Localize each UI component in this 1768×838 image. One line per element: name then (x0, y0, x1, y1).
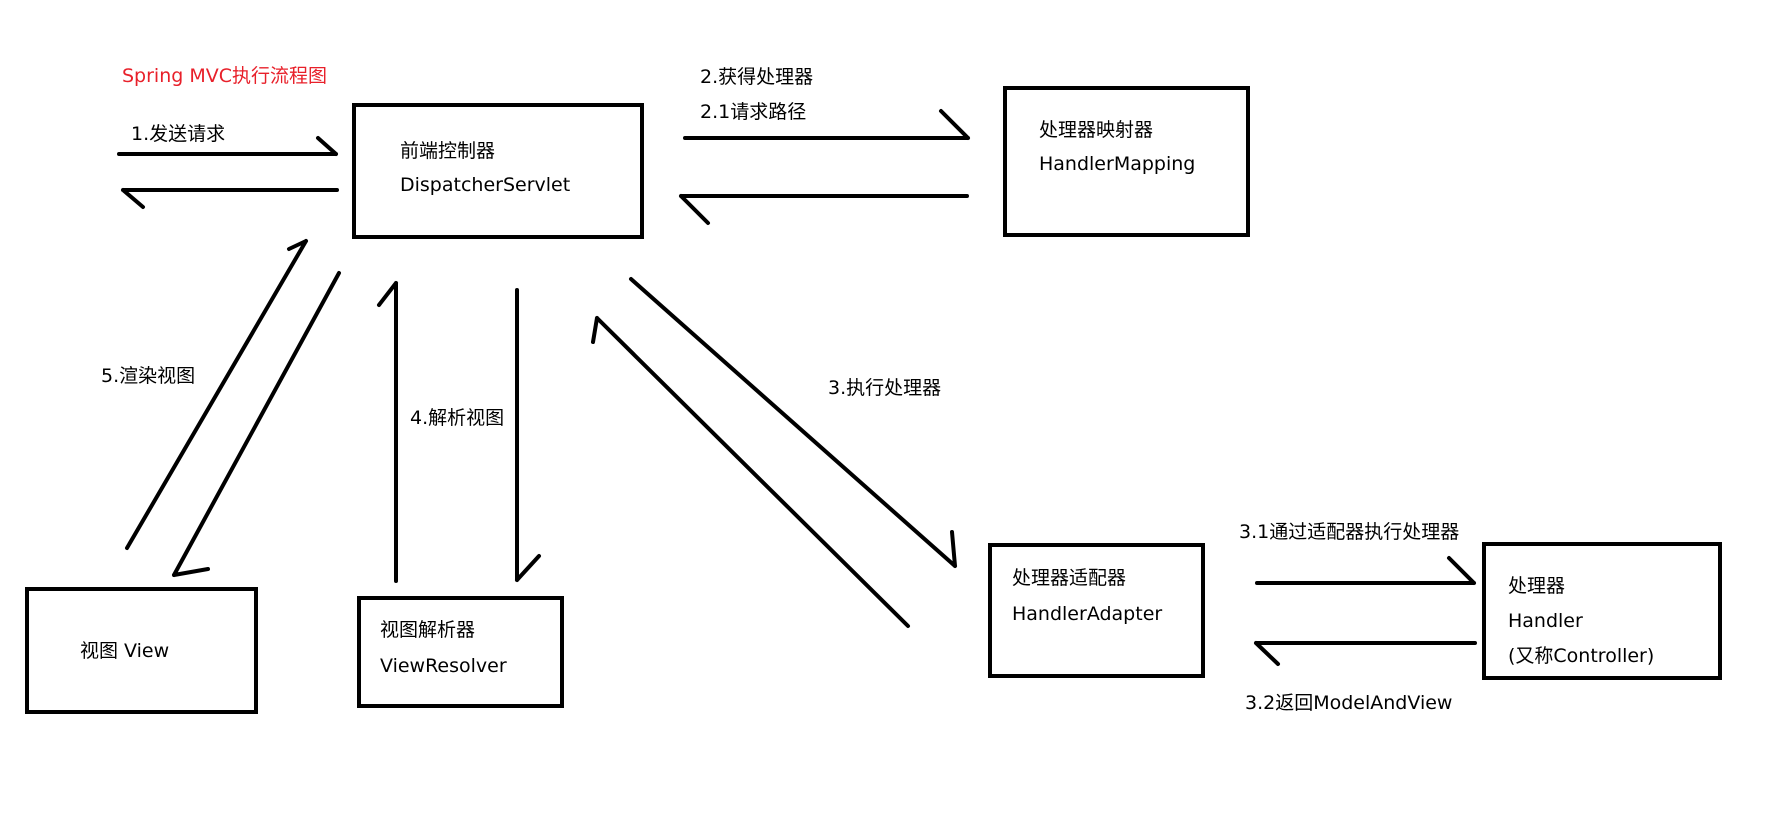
handler-mapping-label-en: HandlerMapping (1039, 153, 1195, 175)
get-handler-arrow (683, 109, 970, 140)
edge-label-send-request: 1.发送请求 (131, 123, 225, 145)
handler-label-en: Handler (1508, 610, 1583, 632)
view-resolver-return-arrow (377, 281, 398, 583)
edge-label-get-handler: 2.获得处理器 (700, 66, 813, 88)
edge-label-return-model-and-view: 3.2返回ModelAndView (1245, 692, 1452, 714)
edge-label-request-path: 2.1请求路径 (700, 101, 806, 123)
dispatcher-servlet-box: 前端控制器 DispatcherServlet (352, 103, 644, 239)
edge-label-render-view: 5.渲染视图 (101, 365, 195, 387)
adapter-to-handler-arrow (1255, 556, 1476, 585)
handler-box: 处理器 Handler (又称Controller) (1482, 542, 1722, 680)
handler-adapter-box: 处理器适配器 HandlerAdapter (988, 543, 1205, 678)
handler-chain-return-arrow (679, 194, 969, 225)
handler-adapter-label-cn: 处理器适配器 (1012, 567, 1126, 589)
edge-label-resolve-view: 4.解析视图 (410, 407, 504, 429)
execute-handler-arrow (629, 277, 957, 568)
adapter-return-arrow (591, 316, 910, 628)
view-resolver-label-en: ViewResolver (380, 655, 507, 677)
view-resolver-box: 视图解析器 ViewResolver (357, 596, 564, 708)
dispatcher-servlet-label-en: DispatcherServlet (400, 174, 570, 196)
handler-label-alias: (又称Controller) (1508, 645, 1654, 667)
resolve-view-arrow (515, 288, 541, 582)
response-arrow (121, 188, 339, 209)
dispatcher-servlet-label-cn: 前端控制器 (400, 140, 495, 162)
render-view-arrow (125, 239, 308, 550)
handler-adapter-label-en: HandlerAdapter (1012, 603, 1162, 625)
edge-label-execute-handler: 3.执行处理器 (828, 377, 941, 399)
view-label: 视图 View (80, 640, 169, 662)
view-resolver-label-cn: 视图解析器 (380, 619, 475, 641)
view-return-arrow (172, 271, 341, 577)
view-box: 视图 View (25, 587, 258, 714)
handler-mapping-box: 处理器映射器 HandlerMapping (1003, 86, 1250, 237)
edge-label-via-adapter: 3.1通过适配器执行处理器 (1239, 521, 1459, 543)
handler-mapping-label-cn: 处理器映射器 (1039, 119, 1153, 141)
send-request-arrow (117, 136, 338, 156)
diagram-title: Spring MVC执行流程图 (122, 65, 327, 87)
handler-label-cn: 处理器 (1508, 575, 1565, 597)
return-model-and-view-arrow (1254, 641, 1477, 666)
